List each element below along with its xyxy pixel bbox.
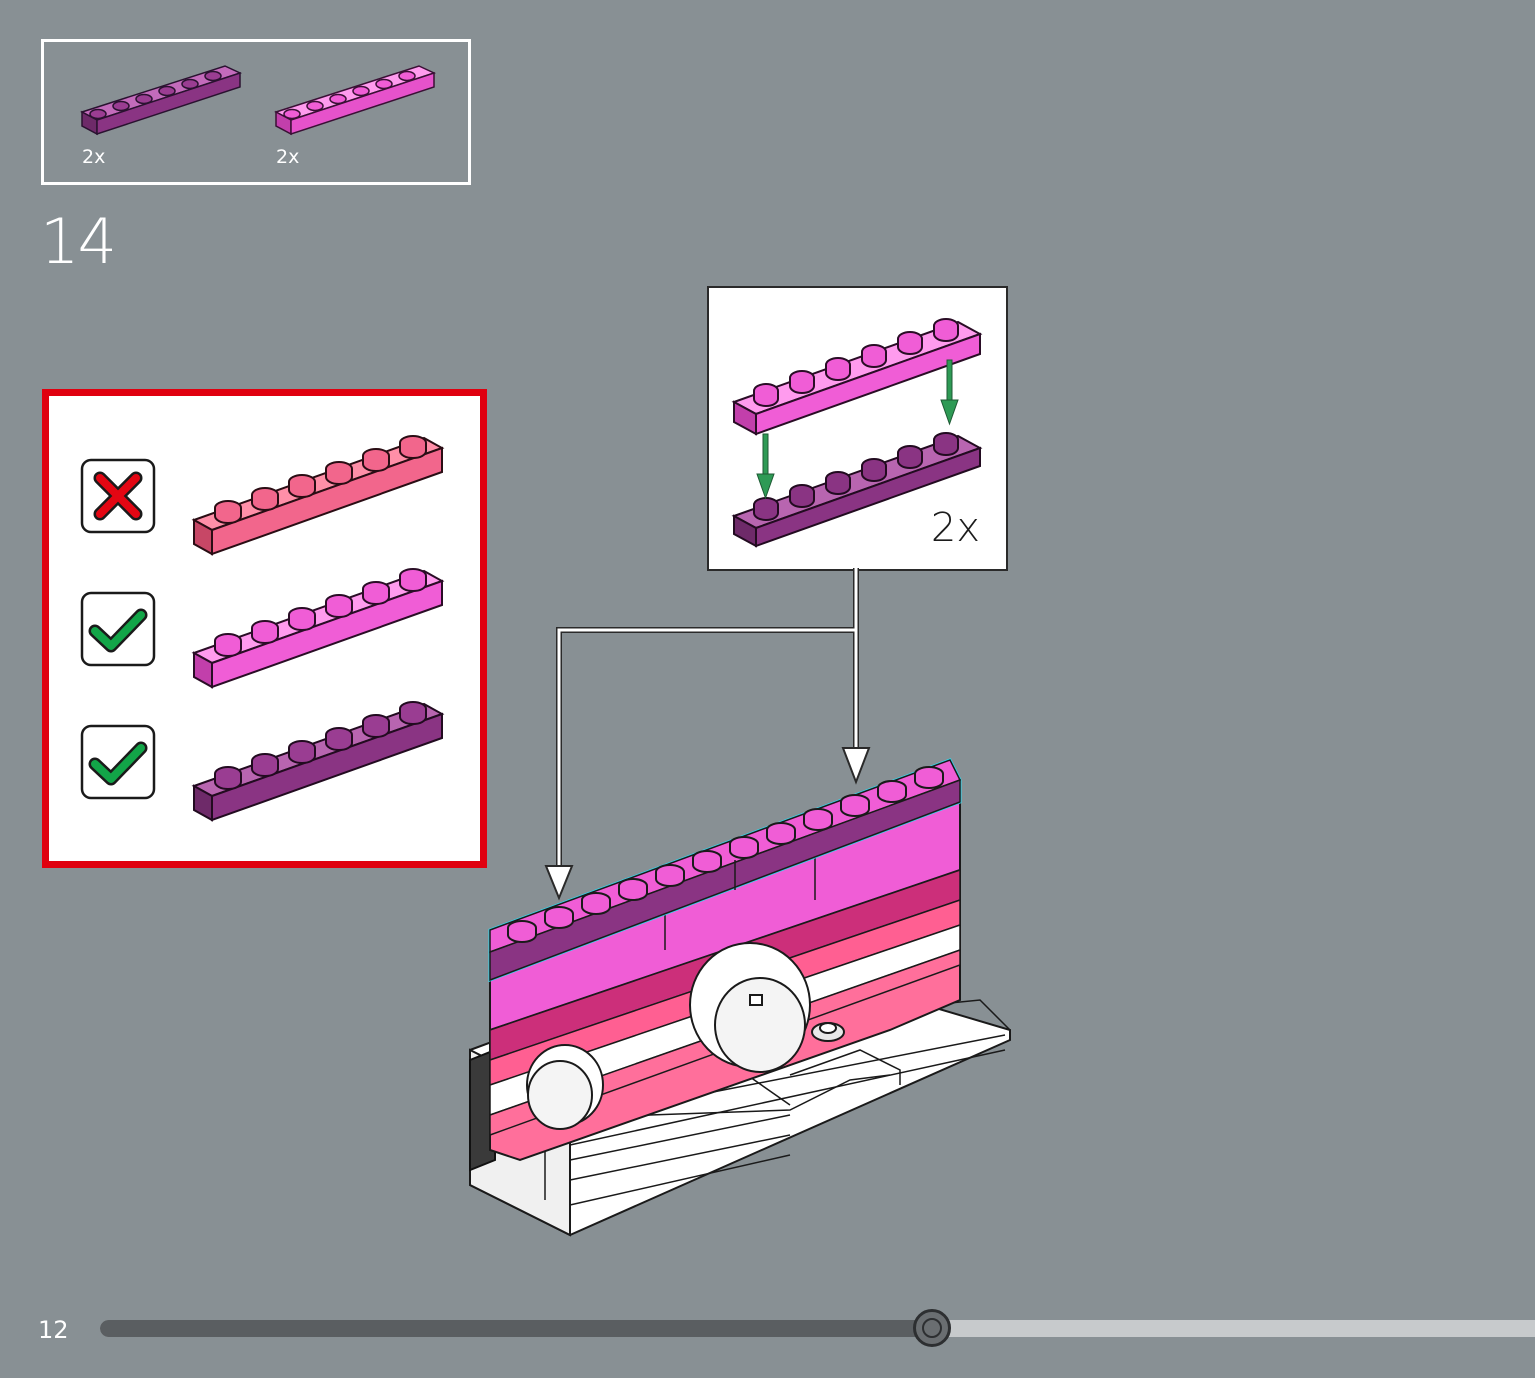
green-check-icon [80,724,156,800]
parts-list-box [41,39,471,185]
plate-coral-option [191,435,445,556]
plate-pink-icon [274,65,437,136]
page-number: 12 [38,1316,69,1344]
sub-assembly-illustration [731,318,983,548]
plate-dark-purple-option [191,701,445,822]
step-number: 14 [40,205,117,278]
progress-slider-handle[interactable] [913,1309,952,1347]
sub-assembly-quantity: 2x [930,505,980,551]
callout-connector-lines [544,568,871,901]
main-model-illustration [469,758,1011,1237]
green-check-icon [80,591,156,667]
plate-pink-option [191,568,445,689]
red-x-icon [80,458,156,534]
plate-dark-purple-icon [80,65,243,136]
progress-fill [100,1320,933,1337]
progress-bar[interactable] [100,1320,1535,1337]
part-quantity: 2x [276,146,300,168]
part-quantity: 2x [82,146,106,168]
